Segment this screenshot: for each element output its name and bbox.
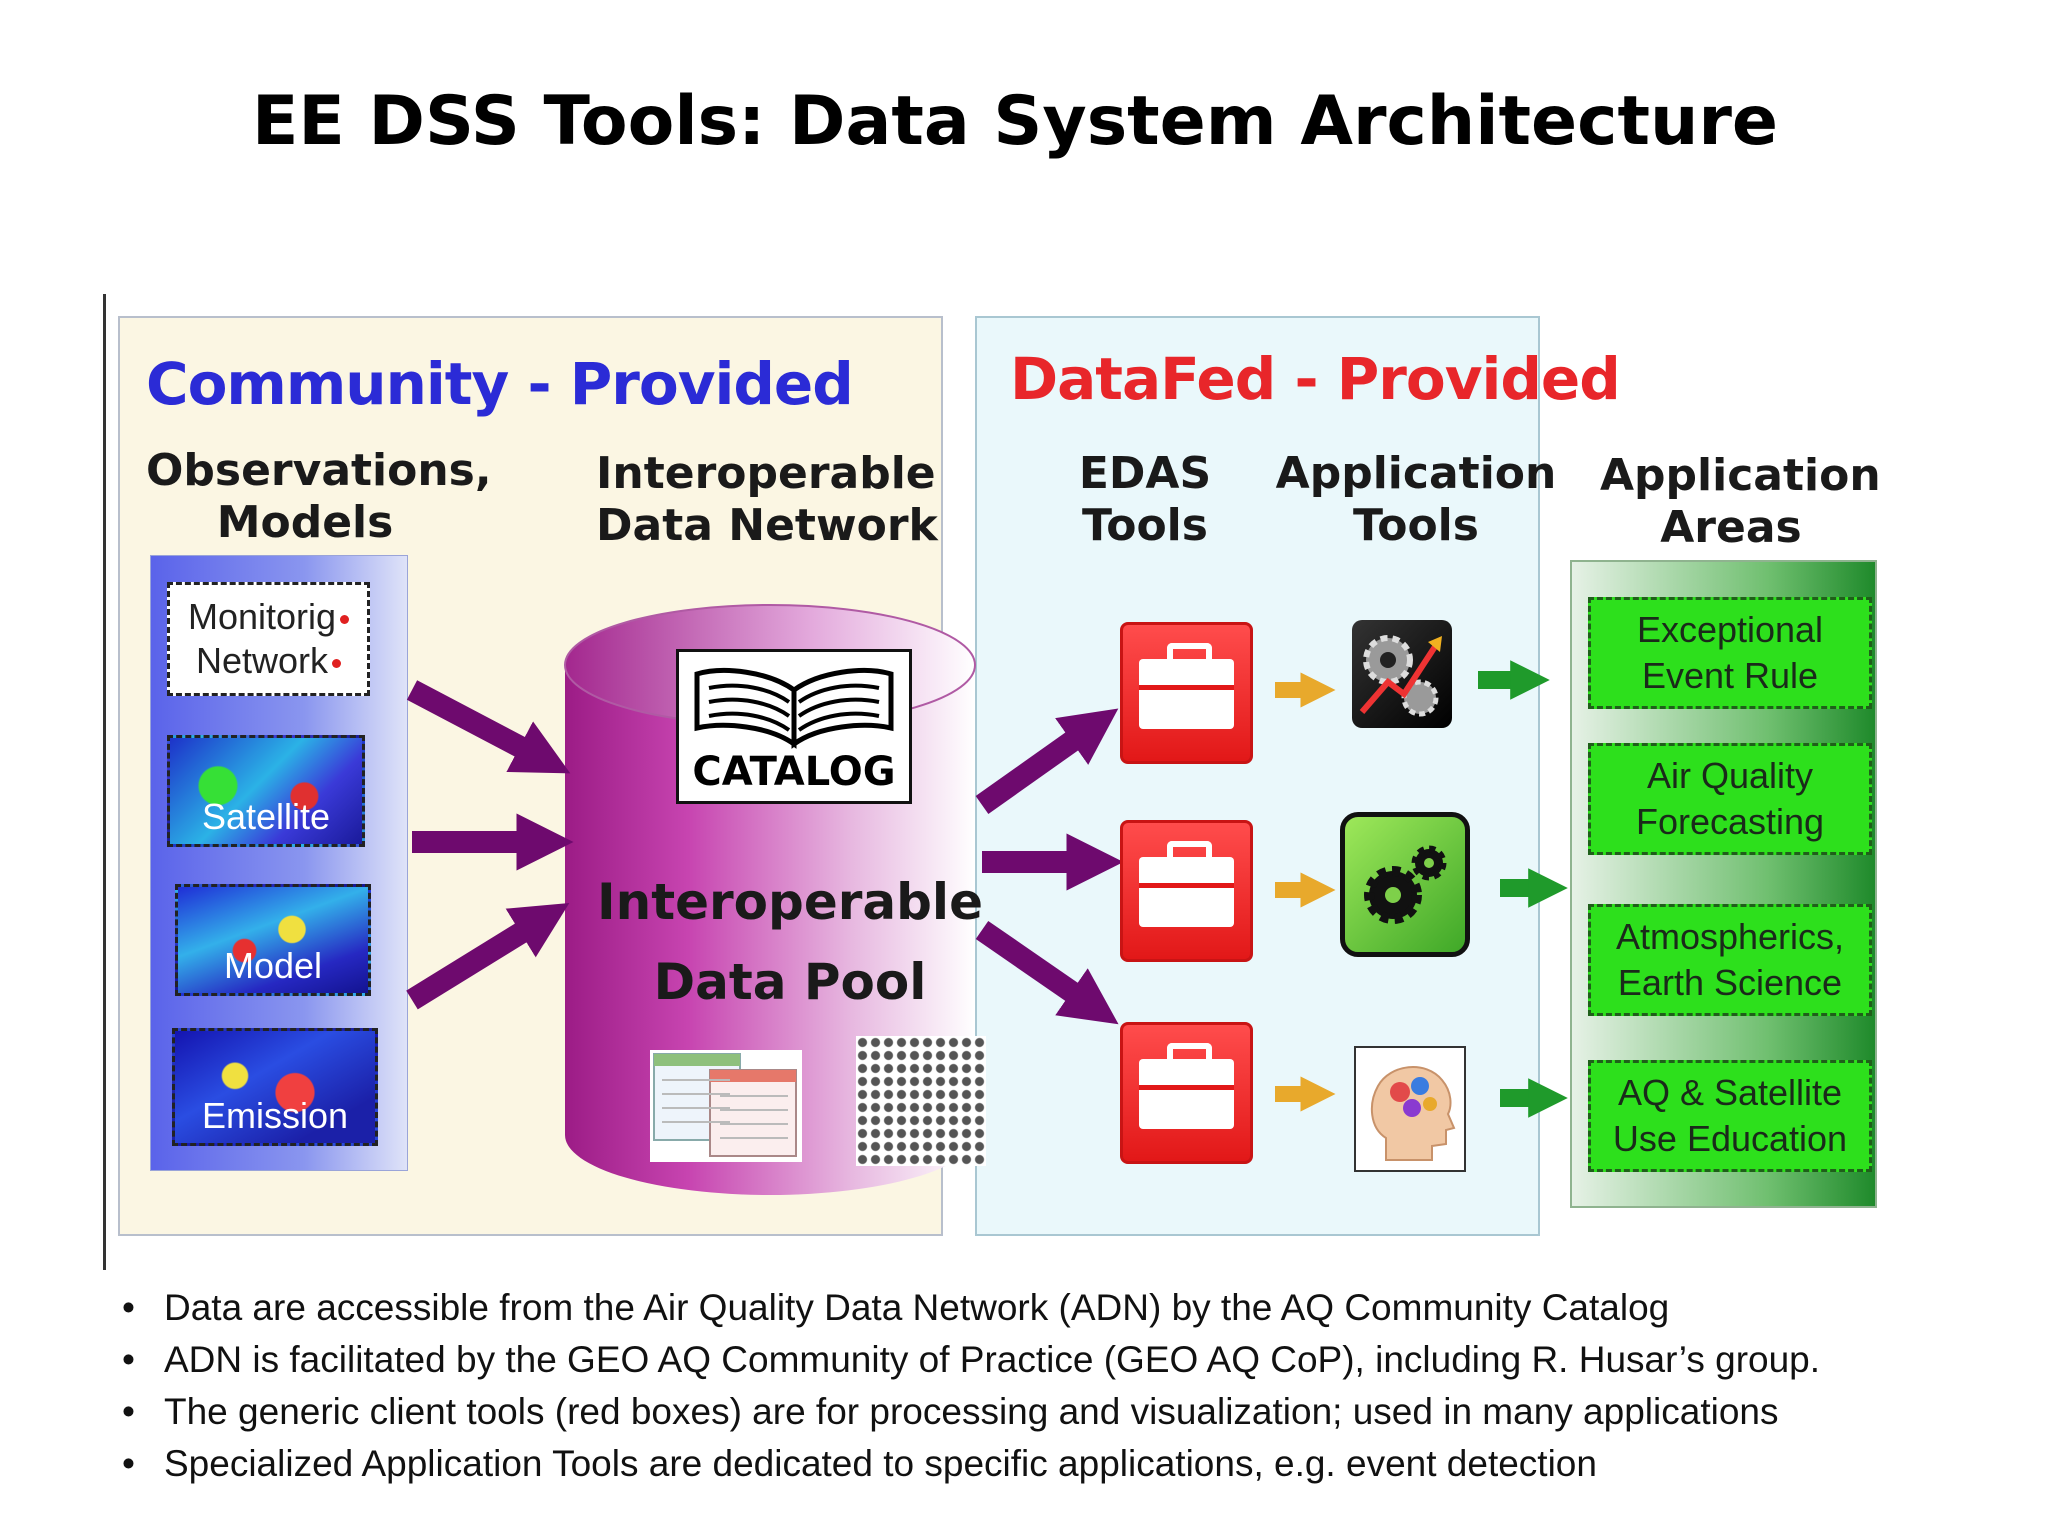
pool-label-line-2: Data Pool bbox=[653, 953, 927, 1011]
data-pool-label: Interoperable Data Pool bbox=[560, 862, 1020, 1022]
open-book-icon bbox=[694, 668, 894, 749]
edas-tool-3[interactable] bbox=[1120, 1022, 1253, 1164]
area-atmospherics-earth-science[interactable]: Atmospherics, Earth Science bbox=[1588, 904, 1872, 1016]
areas-title-line-2: Areas bbox=[1660, 502, 1802, 553]
note-item: Specialized Application Tools are dedica… bbox=[118, 1438, 1820, 1490]
left-divider-line bbox=[103, 294, 106, 1270]
observations-title-line-2: Models bbox=[216, 497, 394, 548]
area-2-line-2: Forecasting bbox=[1635, 801, 1825, 842]
arrow-pool-to-edas-1 bbox=[975, 708, 1119, 814]
monitoring-network-source: Monitorig Network bbox=[167, 582, 370, 696]
toolbox-icon bbox=[1139, 643, 1234, 729]
station-dot-icon bbox=[332, 658, 342, 668]
pool-to-edas-arrows bbox=[975, 708, 1124, 1025]
network-title-line-1: Interoperable bbox=[596, 448, 936, 499]
application-tool-processing[interactable] bbox=[1340, 812, 1470, 957]
catalog-box: CATALOG bbox=[676, 649, 912, 804]
area-3-line-2: Earth Science bbox=[1617, 962, 1843, 1003]
edas-to-app-tool-arrows bbox=[1275, 672, 1336, 1112]
application-tool-analysis[interactable] bbox=[1352, 620, 1452, 728]
area-3-line-1: Atmospherics, bbox=[1615, 916, 1845, 957]
area-1-line-2: Event Rule bbox=[1641, 655, 1819, 696]
observations-models-title: Observations, Models bbox=[146, 445, 492, 549]
areas-title-line-1: Application bbox=[1600, 450, 1881, 501]
slide-title: EE DSS Tools: Data System Architecture bbox=[251, 82, 1779, 161]
emission-source: Emission bbox=[172, 1028, 378, 1146]
model-source: Model bbox=[175, 884, 371, 996]
area-4-line-1: AQ & Satellite bbox=[1617, 1072, 1843, 1113]
tables-thumbnail bbox=[650, 1050, 802, 1162]
satellite-source: Satellite bbox=[167, 735, 365, 847]
application-tool-education[interactable] bbox=[1354, 1046, 1466, 1172]
app-tool-to-area-arrows bbox=[1478, 660, 1568, 1118]
satellite-label: Satellite bbox=[201, 796, 331, 837]
data-cube-thumbnail bbox=[856, 1036, 986, 1166]
arrow-model-to-pool bbox=[406, 902, 570, 1010]
observations-title-line-1: Observations, bbox=[146, 445, 492, 496]
emission-label: Emission bbox=[201, 1095, 349, 1136]
note-item: Data are accessible from the Air Quality… bbox=[118, 1282, 1820, 1334]
app-tools-title-line-2: Tools bbox=[1353, 500, 1479, 551]
notes-list: Data are accessible from the Air Quality… bbox=[118, 1282, 1820, 1490]
network-title-line-2: Data Network bbox=[596, 500, 938, 551]
area-2-line-1: Air Quality bbox=[1646, 755, 1814, 796]
model-label: Model bbox=[223, 945, 323, 986]
gears-chart-icon bbox=[1359, 635, 1442, 717]
edas-tool-2[interactable] bbox=[1120, 820, 1253, 962]
monitoring-label-line-1: Monitorig bbox=[187, 596, 337, 637]
spreadsheet-icon bbox=[653, 1053, 797, 1157]
edas-title-line-1: EDAS bbox=[1078, 448, 1212, 499]
community-heading: Community - Provided bbox=[146, 350, 854, 418]
datafed-heading: DataFed - Provided bbox=[1010, 345, 1621, 413]
interoperable-network-title: Interoperable Data Network bbox=[596, 448, 938, 552]
area-1-line-1: Exceptional bbox=[1636, 609, 1824, 650]
arrow-monitoring-to-pool bbox=[406, 680, 571, 774]
monitoring-label-line-2: Network bbox=[195, 640, 329, 681]
note-item: The generic client tools (red boxes) are… bbox=[118, 1386, 1820, 1438]
toolbox-icon bbox=[1139, 1043, 1234, 1129]
head-gears-icon bbox=[1370, 1066, 1456, 1161]
arrow-pool-to-edas-3 bbox=[975, 920, 1119, 1025]
toolbox-icon bbox=[1139, 841, 1234, 927]
edas-tools-title: EDAS Tools bbox=[1070, 448, 1220, 552]
note-item: ADN is facilitated by the GEO AQ Communi… bbox=[118, 1334, 1820, 1386]
application-tools-title: Application Tools bbox=[1272, 448, 1560, 552]
catalog-label: CATALOG bbox=[692, 749, 896, 795]
station-dot-icon bbox=[340, 614, 350, 624]
area-4-line-2: Use Education bbox=[1612, 1118, 1848, 1159]
edas-tool-1[interactable] bbox=[1120, 622, 1253, 764]
source-to-pool-arrows bbox=[406, 680, 574, 1010]
gears-icon bbox=[1364, 845, 1447, 924]
application-areas-title: Application Areas bbox=[1600, 450, 1881, 554]
edas-title-line-2: Tools bbox=[1082, 500, 1208, 551]
pool-label-line-1: Interoperable bbox=[597, 873, 983, 931]
app-tools-title-line-1: Application bbox=[1275, 448, 1557, 499]
